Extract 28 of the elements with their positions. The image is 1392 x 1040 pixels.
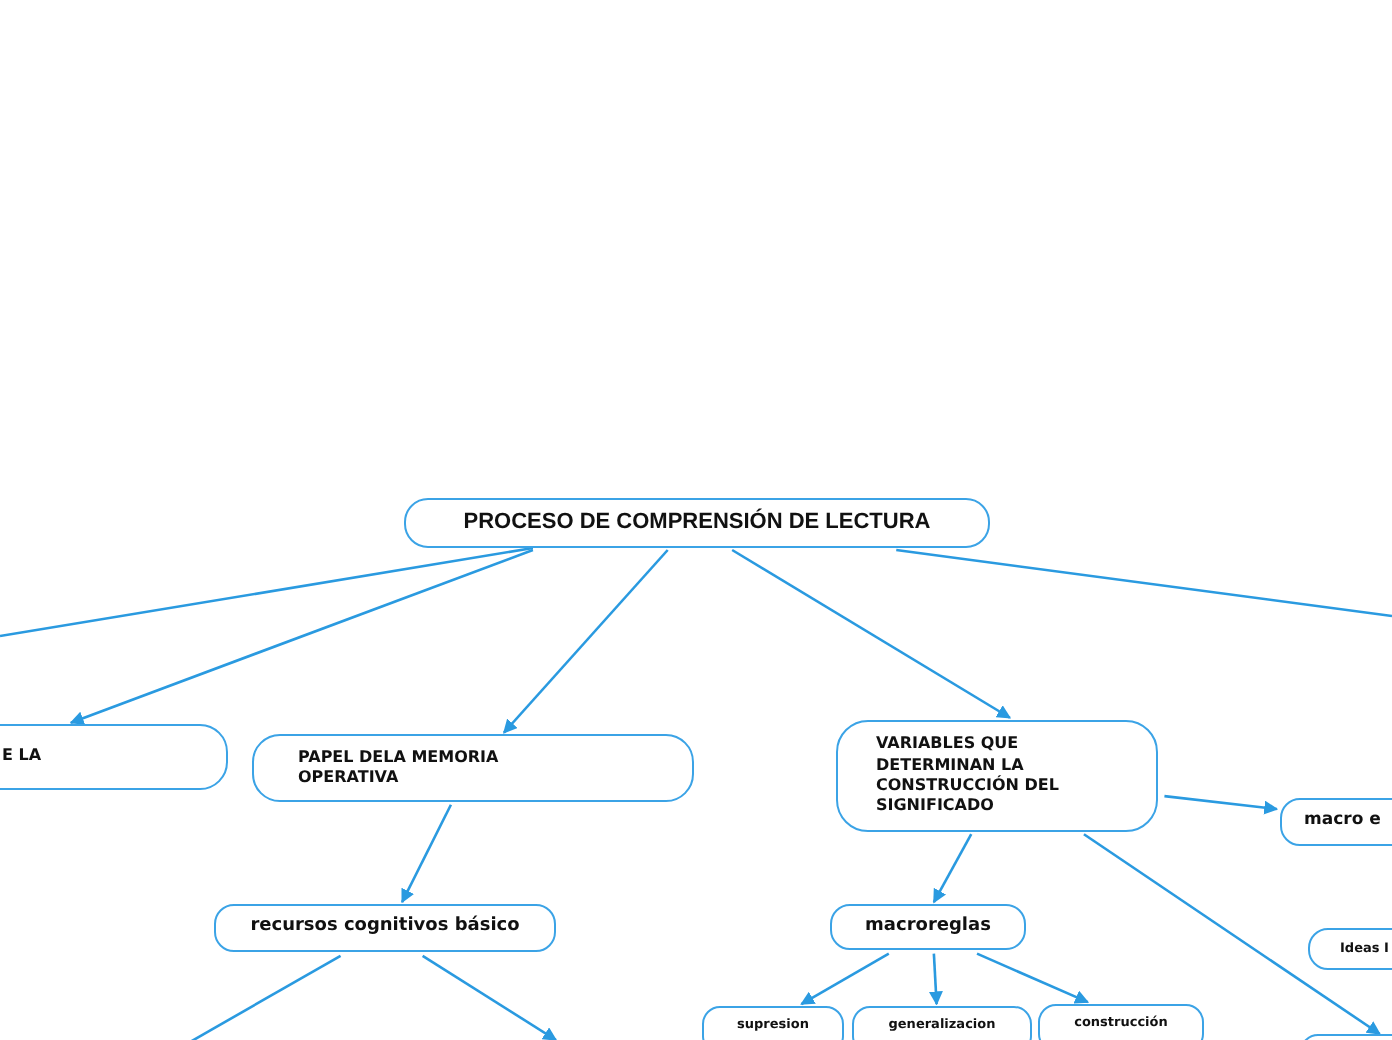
node-text: macro e	[1304, 810, 1381, 834]
connector-arrow	[421, 954, 558, 1040]
connector-arrow	[928, 953, 943, 1006]
topic-box	[830, 904, 1026, 950]
connector-arrow	[69, 548, 534, 725]
topic-box	[214, 904, 556, 952]
node-text: PROCESO DE COMPRENSIÓN DE LECTURA	[463, 508, 931, 538]
topic-box	[1038, 1004, 1204, 1040]
node-text: E LA	[2, 746, 42, 768]
topic-box	[852, 1006, 1032, 1040]
connector-arrow	[400, 804, 453, 904]
topic-box	[404, 498, 990, 548]
connector-arrow	[731, 548, 1012, 719]
topic-box	[252, 734, 694, 802]
node-text: PAPEL DELA MEMORIA OPERATIVA	[298, 747, 501, 789]
node-text: VARIABLES QUE DETERMINAN LA CONSTRUCCIÓN DEL SIGNIFICADO	[876, 734, 1061, 818]
node-text: macroreglas	[865, 915, 991, 939]
connector-arrow	[932, 833, 973, 904]
topic-box	[836, 720, 1158, 832]
connector-arrow	[976, 952, 1090, 1004]
node-text: recursos cognitivos básico	[250, 916, 520, 940]
connector-arrow	[502, 549, 669, 734]
connector-arrow	[800, 952, 890, 1006]
connector-arrow	[1083, 833, 1381, 1036]
connector-arrow	[1164, 794, 1279, 815]
topic-box	[0, 724, 228, 790]
topic-box	[702, 1006, 844, 1040]
topic-box	[1280, 798, 1392, 846]
